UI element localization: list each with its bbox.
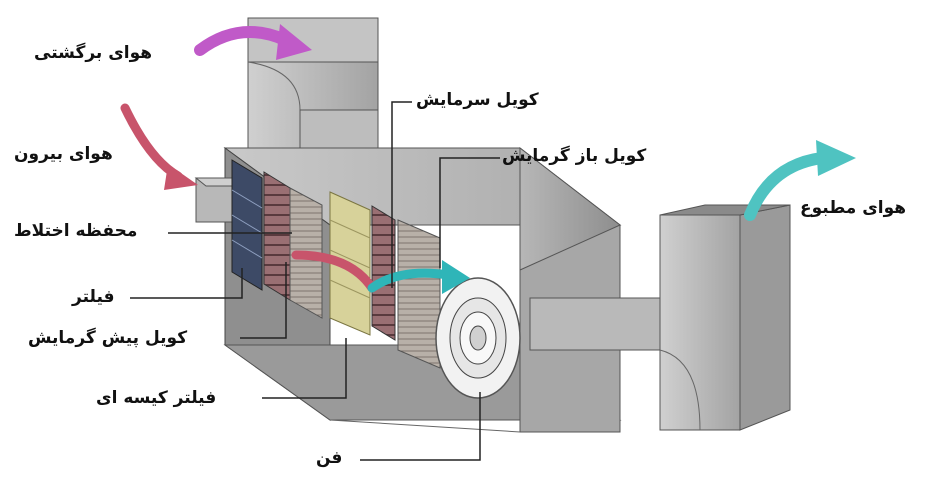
label-return-air: هوای برگشتی (34, 43, 153, 63)
label-outside-air: هوای بیرون (14, 144, 113, 164)
label-preheat-coil: کویل پیش گرمایش (28, 328, 188, 348)
reheat-coil (397, 219, 441, 369)
label-fan: فن (316, 448, 343, 468)
fan (435, 277, 521, 399)
panel-filter (231, 159, 263, 291)
internal-airflow-arrow (291, 250, 470, 294)
label-supply-air: هوای مطبوع (800, 198, 907, 218)
supply-air-duct (529, 204, 791, 431)
label-reheat-coil: کویل باز گرمایش (502, 146, 647, 166)
label-bag-filter: فیلتر کیسه ای (96, 388, 217, 408)
label-mixing-chamber: محفظه اختلاط (14, 221, 138, 241)
label-filter: فیلتر (72, 287, 115, 307)
supply-air-arrow (744, 140, 856, 221)
outside-air-arrow (120, 103, 198, 190)
leader-lines (130, 101, 500, 461)
label-cooling-coil: کویل سرمایش (416, 90, 539, 110)
return-air-arrow (194, 24, 312, 60)
